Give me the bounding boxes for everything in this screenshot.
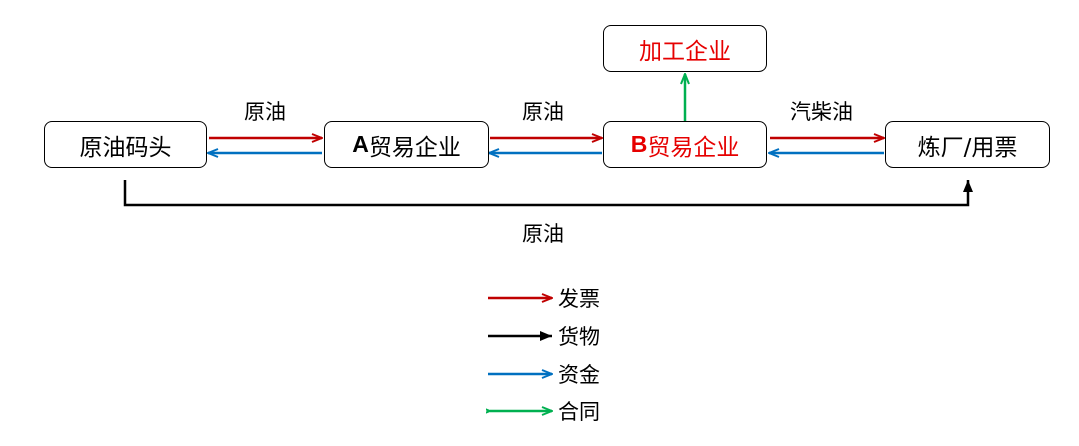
legend-goods-arrow-icon (488, 331, 552, 341)
legend-invoice-label: 发票 (558, 287, 600, 311)
legend-item-funds: 资金 (486, 359, 600, 389)
node-crude-dock: 原油码头 (44, 121, 207, 168)
edge-label-b-to-refinery: 汽柴油 (790, 100, 853, 124)
legend-invoice-arrow-icon (488, 288, 556, 308)
edge-label-dock-to-a: 原油 (244, 100, 286, 124)
legend-item-contract: 合同 (486, 396, 600, 426)
node-trade-company-b-label: 贸易企业 (647, 134, 740, 161)
legend-funds-label: 资金 (558, 363, 600, 387)
node-refinery-label: 炼厂/用票 (917, 134, 1018, 161)
legend-item-goods: 货物 (486, 321, 600, 351)
node-refinery: 炼厂/用票 (885, 121, 1050, 168)
legend-contract-label: 合同 (558, 400, 600, 424)
edge-label-a-to-b: 原油 (522, 100, 564, 124)
node-processing-company-label: 加工企业 (639, 38, 731, 65)
legend-funds-arrow-icon (488, 364, 556, 384)
goods-arrow-dock-to-refinery (123, 180, 973, 207)
node-trade-company-b-letter: B (630, 131, 648, 157)
legend-goods-label: 货物 (558, 325, 600, 349)
node-crude-dock-label: 原油码头 (79, 134, 172, 161)
node-processing-company: 加工企业 (603, 25, 767, 72)
legend-contract-arrow-icon (486, 401, 556, 421)
legend-item-invoice: 发票 (486, 283, 600, 313)
edge-label-dock-to-refinery: 原油 (522, 222, 564, 246)
node-trade-company-a-letter: A (352, 131, 369, 157)
node-trade-company-a-label: 贸易企业 (368, 134, 461, 161)
